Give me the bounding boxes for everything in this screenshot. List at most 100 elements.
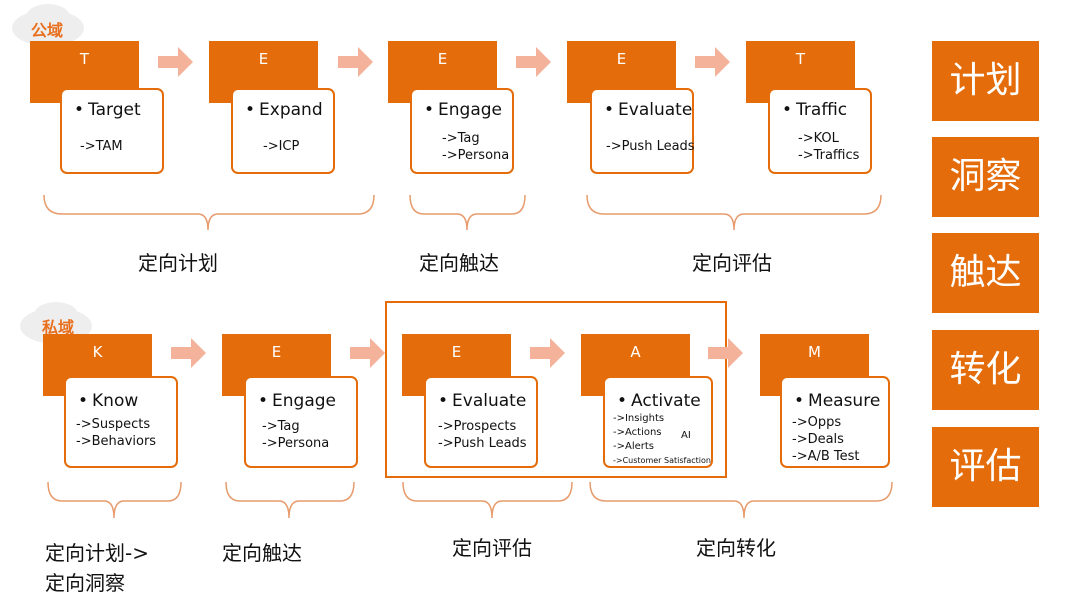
- ai-note: AI: [681, 430, 691, 441]
- stage-detail: ->Push Leads: [606, 139, 695, 154]
- stage-letter: M: [808, 343, 821, 361]
- stage-details: ->Tag ->Persona: [442, 130, 509, 164]
- stage-detail: ->ICP: [263, 139, 300, 154]
- flow-arrow: [708, 347, 728, 359]
- stage-detail: ->Alerts: [613, 441, 655, 452]
- bracket-convert: [589, 481, 893, 519]
- stage-title: Engage: [258, 391, 336, 411]
- side-label-insight: 洞察: [932, 137, 1039, 217]
- stage-detail: ->TAM: [80, 139, 123, 154]
- flow-arrow: [695, 56, 715, 68]
- flow-arrow-head: [550, 338, 565, 368]
- stage-detail: ->Deals: [792, 432, 844, 447]
- flow-arrow: [350, 347, 370, 359]
- flow-arrow: [530, 347, 550, 359]
- stage-title: Target: [74, 100, 141, 120]
- side-label-evaluate: 评估: [932, 427, 1039, 507]
- stage-detail: ->Tag: [442, 131, 480, 146]
- public-stage-3-card: Engage ->Tag ->Persona: [410, 88, 514, 174]
- stage-detail: ->Persona: [442, 148, 510, 163]
- private-stage-3-card: Evaluate ->Prospects ->Push Leads: [424, 376, 538, 468]
- stage-details: ->Tag ->Persona: [262, 418, 329, 452]
- private-badge: 私域: [42, 318, 75, 337]
- flow-arrow-head: [728, 338, 743, 368]
- public-group-label-reach: 定向触达: [419, 251, 499, 275]
- stage-detail: ->Suspects: [76, 417, 151, 432]
- flow-arrow: [516, 56, 536, 68]
- stage-title: Evaluate: [604, 100, 692, 120]
- public-group-label-plan: 定向计划: [138, 251, 218, 275]
- stage-detail: ->Tag: [262, 419, 300, 434]
- stage-details: ->TAM: [80, 138, 123, 155]
- private-stage-1-card: Know ->Suspects ->Behaviors: [64, 376, 178, 468]
- stage-title: Evaluate: [438, 391, 526, 411]
- bracket-plan: [43, 194, 375, 231]
- stage-details: ->KOL ->Traffics: [798, 130, 859, 164]
- stage-title: Traffic: [782, 100, 847, 120]
- private-stage-5-card: Measure ->Opps ->Deals ->A/B Test: [780, 376, 890, 468]
- stage-detail: ->Insights: [613, 413, 665, 424]
- stage-detail: ->Prospects: [438, 419, 517, 434]
- stage-detail: ->KOL: [798, 131, 839, 146]
- stage-detail: ->Opps: [792, 415, 842, 430]
- stage-detail: ->Push Leads: [438, 436, 527, 451]
- stage-detail: ->A/B Test: [792, 449, 860, 464]
- stage-title: Measure: [794, 391, 880, 411]
- stage-title: Know: [78, 391, 138, 411]
- stage-details: ->ICP: [263, 138, 299, 155]
- stage-letter: T: [795, 50, 806, 68]
- stage-title: Expand: [245, 100, 323, 120]
- flow-arrow-head: [178, 47, 193, 77]
- private-group-label-reach: 定向触达: [222, 541, 302, 565]
- public-stage-4-card: Evaluate ->Push Leads: [590, 88, 695, 174]
- bracket-evaluate: [402, 481, 573, 519]
- stage-detail: ->Customer Satisfaction: [613, 456, 711, 465]
- stage-detail: ->Actions: [613, 427, 662, 438]
- private-group-label-insight: 定向洞察: [45, 571, 125, 595]
- flow-arrow: [158, 56, 178, 68]
- stage-title: Activate: [617, 391, 701, 411]
- flow-arrow-head: [370, 338, 385, 368]
- public-group-label-evaluate: 定向评估: [692, 251, 772, 275]
- bracket-know: [47, 481, 182, 519]
- highlight-box: [385, 301, 727, 478]
- bracket-reach: [409, 194, 526, 231]
- stage-letter: E: [437, 50, 448, 68]
- private-group-label-plan: 定向计划->: [45, 541, 149, 565]
- public-badge: 公域: [31, 21, 64, 40]
- stage-letter: E: [271, 343, 282, 361]
- side-label-reach: 触达: [932, 233, 1039, 313]
- private-stage-4-card: Activate ->Insights ->Actions ->Alerts -…: [603, 376, 713, 468]
- stage-letter: E: [616, 50, 627, 68]
- public-badge-cloud-puff: [26, 4, 70, 30]
- stage-detail: ->Behaviors: [76, 434, 157, 449]
- stage-detail: ->Traffics: [798, 148, 860, 163]
- flow-arrow-head: [191, 338, 206, 368]
- stage-detail: ->Persona: [262, 436, 330, 451]
- stage-details: ->Push Leads: [606, 138, 695, 155]
- stage-letter: E: [451, 343, 462, 361]
- stage-letter: A: [630, 343, 641, 361]
- stage-details: ->Suspects ->Behaviors: [76, 416, 156, 450]
- public-stage-1-card: Target ->TAM: [60, 88, 164, 174]
- flow-arrow: [171, 347, 191, 359]
- flow-arrow-head: [715, 47, 730, 77]
- stage-letter: K: [92, 343, 103, 361]
- stage-letter: T: [79, 50, 90, 68]
- public-stage-2-card: Expand ->ICP: [231, 88, 335, 174]
- stage-details: ->Insights ->Actions ->Alerts ->Customer…: [613, 412, 711, 468]
- private-stage-2-card: Engage ->Tag ->Persona: [244, 376, 358, 468]
- private-group-label-convert: 定向转化: [696, 536, 776, 560]
- side-label-convert: 转化: [932, 330, 1039, 410]
- private-badge-cloud-puff: [34, 302, 78, 328]
- flow-arrow-head: [358, 47, 373, 77]
- stage-details: ->Prospects ->Push Leads: [438, 418, 527, 452]
- stage-letter: E: [258, 50, 269, 68]
- side-label-plan: 计划: [932, 41, 1039, 121]
- bracket-engage: [225, 481, 355, 519]
- flow-arrow-head: [536, 47, 551, 77]
- flow-arrow: [338, 56, 358, 68]
- stage-details: ->Opps ->Deals ->A/B Test: [792, 414, 860, 465]
- public-stage-5-card: Traffic ->KOL ->Traffics: [768, 88, 872, 174]
- private-group-label-evaluate: 定向评估: [452, 536, 532, 560]
